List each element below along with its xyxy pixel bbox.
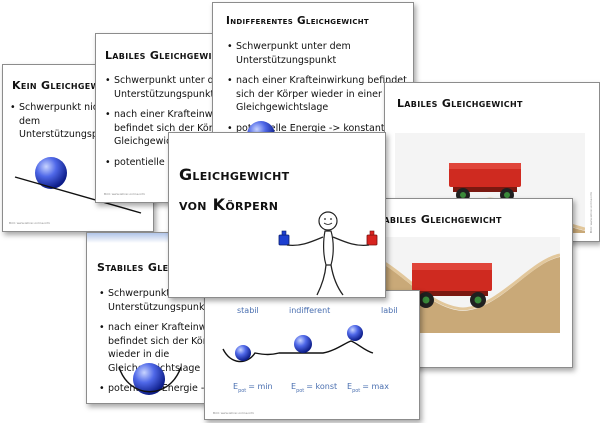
equilibrium-overview-diagram: stabil indifferent labil Epot= min Epot=… — [222, 306, 398, 394]
slide-title: Labiles Gleichgewicht — [397, 97, 523, 110]
bullet-item: Schwerpunkt unter dem Unterstützungspunk… — [227, 40, 413, 67]
label-labil: labil — [381, 306, 398, 315]
ball-on-slope-illustration — [14, 157, 142, 214]
footer-note: Bild: www.lehrer-online.info — [589, 191, 593, 233]
svg-text:Epot= konst: Epot= konst — [291, 382, 337, 394]
slide-title: Labiles Gleichgewicht — [105, 49, 231, 62]
bullet-item: nach einer Krafteinwirkung befindet sich… — [227, 74, 413, 115]
slide-title: Indifferentes Gleichgewicht — [226, 15, 369, 27]
slide-title: Stabiles Gleichgewicht — [370, 213, 502, 226]
ball — [35, 157, 67, 189]
bullet-item: Schwerpunkt nicht über dem Unterstützung… — [10, 101, 134, 142]
ball-in-bowl-illustration — [118, 363, 182, 395]
label-indifferent: indifferent — [289, 306, 330, 315]
bullet-item: nach einer Krafteinwirkung befindet sich… — [105, 108, 246, 149]
cover-title-line2: von Körpern — [179, 195, 279, 214]
cover-title-line1: Gleichgewicht — [179, 165, 290, 184]
bullet-list: Schwerpunkt unter dem Unterstützungspunk… — [227, 40, 413, 142]
slide-energy-overview: stabil indifferent labil Epot= min Epot=… — [204, 290, 420, 420]
svg-text:Epot= min: Epot= min — [233, 382, 273, 394]
bullet-list: Schwerpunkt nicht über dem Unterstützung… — [10, 101, 153, 149]
bullet-item: potentielle Energie -> minimal — [99, 382, 235, 396]
slide-title: Kein Gleichgewicht — [12, 79, 122, 92]
bullet-item: Schwerpunkt unter dem Unterstützungspunk… — [99, 287, 235, 314]
svg-text:Epot= max: Epot= max — [347, 382, 389, 394]
footer-note: Bild: www.lehrer-online.info — [104, 192, 146, 196]
stick-figure-balancing-weights — [278, 211, 378, 296]
bullet-item: Schwerpunkt unter dem Unterstützungspunk… — [105, 74, 246, 101]
footer-note: Bild: www.lehrer-online.info — [213, 411, 255, 415]
slide-cover: Gleichgewicht von Körpern — [168, 132, 386, 298]
slide-indifferentes-gleichgewicht: Indifferentes Gleichgewicht Schwerpunkt … — [212, 2, 414, 152]
footer-note: Bild: www.lehrer-online.info — [9, 221, 51, 225]
bullet-item: potentielle Energie -> konstant — [227, 122, 413, 136]
label-stabil: stabil — [237, 306, 259, 315]
